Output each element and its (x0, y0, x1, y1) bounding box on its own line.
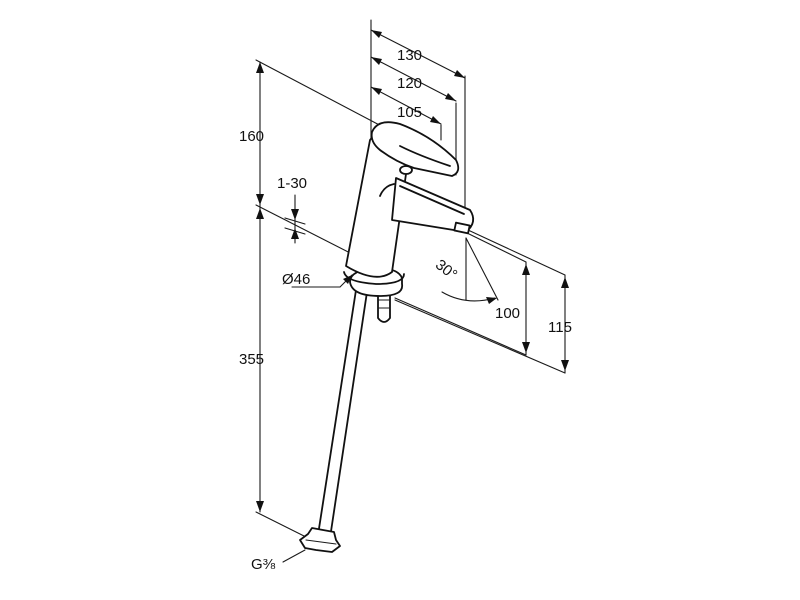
label-120: 120 (397, 75, 422, 92)
dim-120-line (370, 56, 457, 102)
dim-105-arrow-b (430, 116, 441, 124)
cartridge-cap (399, 165, 413, 175)
dimension-labels: 130 120 105 160 1-30 Ø46 355 30° 100 115… (239, 47, 572, 573)
dim-105-arrow-a (371, 87, 382, 95)
label-355: 355 (239, 351, 264, 368)
dim-120-arrow-b (445, 93, 456, 101)
label-1-30: 1-30 (277, 175, 307, 192)
dimension-lines (256, 29, 569, 513)
thread-leader (282, 549, 306, 563)
angle-arrow (486, 297, 497, 304)
faucet (299, 121, 475, 553)
ext-100-bottom (394, 297, 527, 356)
base-rim (343, 271, 405, 285)
dim-1-30-tick-b (284, 227, 306, 235)
ext-160-top (255, 59, 386, 129)
ext-100-top (464, 231, 527, 263)
dim-160-arrow-b (256, 194, 264, 205)
dim-120-arrow-a (371, 57, 382, 65)
aerator (453, 221, 471, 235)
label-115: 115 (548, 319, 572, 336)
dia-46-arrow (343, 275, 352, 284)
dim-115-arrow-b (561, 360, 569, 371)
ext-160-bottom (255, 204, 361, 259)
label-thread: G⅜ (251, 556, 276, 573)
dim-1-30-arrow-a (291, 209, 299, 220)
angle-arc (441, 291, 496, 302)
label-100: 100 (495, 305, 520, 322)
lever-handle[interactable] (370, 121, 460, 177)
dim-355-arrow-b (256, 501, 264, 512)
lever-edge (399, 145, 451, 167)
dim-355-arrow-a (256, 208, 264, 219)
dim-100-arrow-a (522, 264, 530, 275)
hose-fitting-edge (305, 539, 337, 545)
dim-130-arrow-b (454, 70, 465, 78)
dim-160-arrow-a (256, 62, 264, 73)
dim-130-line (370, 29, 466, 79)
dim-100-arrow-b (522, 342, 530, 353)
dim-105-line (370, 86, 442, 125)
label-diameter-46: Ø46 (282, 271, 310, 288)
spout-edge (399, 185, 465, 215)
dim-1-30-tick-a (284, 217, 306, 225)
hose-fitting (299, 527, 341, 553)
label-160: 160 (239, 128, 264, 145)
label-105: 105 (397, 104, 422, 121)
dim-130-arrow-a (371, 30, 382, 38)
dim-115-arrow-a (561, 277, 569, 288)
dim-1-30-arrow-b (291, 228, 299, 239)
ext-115-bottom (394, 299, 566, 374)
label-130: 130 (397, 47, 422, 64)
body-contour (379, 183, 395, 197)
label-angle-30: 30° (432, 256, 460, 283)
ext-115-top (467, 229, 566, 276)
hose (317, 289, 368, 539)
angle-flow-line (465, 237, 499, 301)
